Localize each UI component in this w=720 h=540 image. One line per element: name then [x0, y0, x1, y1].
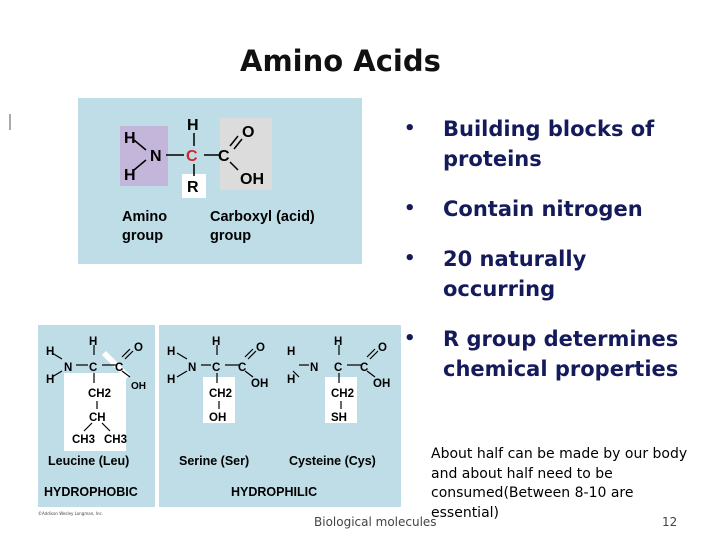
note-text: About half can be made by our body and a… — [431, 446, 688, 521]
svg-text:N: N — [188, 362, 196, 374]
svg-text:H: H — [89, 336, 97, 348]
hydrophobic-label: HYDROPHOBIC — [44, 485, 138, 499]
svg-text:CH3: CH3 — [72, 434, 95, 446]
svg-text:CH2: CH2 — [88, 388, 111, 400]
svg-text:H: H — [287, 346, 295, 358]
svg-text:O: O — [134, 342, 143, 354]
h-atom: H — [124, 130, 136, 147]
leucine-label: Leucine (Leu) — [48, 454, 129, 468]
bullet-list: •Building blocks of proteins •Contain ni… — [404, 114, 704, 404]
svg-text:H: H — [287, 374, 295, 386]
amino-acid-structure-diagram: H H N H C R C O OH Amino group Carboxyl … — [120, 117, 315, 244]
h-atom: H — [187, 117, 199, 134]
alpha-carbon-atom: C — [186, 148, 198, 165]
svg-text:C: C — [212, 362, 220, 374]
cysteine-r-group-box — [325, 377, 357, 423]
svg-text:H: H — [46, 346, 54, 358]
leucine-panel: H H N H C C O OH CH2 CH CH3 CH3 Leucine … — [38, 325, 155, 507]
carboxyl-group-box — [220, 118, 272, 190]
svg-text:CH2: CH2 — [209, 388, 232, 400]
svg-text:C: C — [334, 362, 342, 374]
footer-title: Biological molecules — [314, 515, 437, 529]
amino-label-line2: group — [122, 228, 163, 244]
slide-title: Amino Acids — [240, 44, 441, 78]
serine-r-group-box — [203, 377, 235, 423]
bullet-item: •20 naturally occurring — [404, 247, 587, 301]
amino-acid-structure-panel: H H N H C R C O OH Amino group Carboxyl … — [78, 98, 362, 264]
r-atom: R — [187, 179, 199, 196]
serine-label: Serine (Ser) — [179, 454, 249, 468]
left-edge-mark — [9, 114, 11, 130]
svg-text:O: O — [256, 342, 265, 354]
bullet-item: •Building blocks of proteins — [404, 117, 655, 171]
amino-label-line1: Amino — [122, 209, 167, 225]
cysteine-label: Cysteine (Cys) — [289, 454, 376, 468]
svg-text:OH: OH — [209, 412, 226, 424]
svg-text:H: H — [334, 336, 342, 348]
svg-text:C: C — [115, 362, 123, 374]
page-number: 12 — [662, 515, 678, 529]
svg-text:O: O — [378, 342, 387, 354]
leucine-structure-diagram: H H N H C C O OH CH2 CH CH3 CH3 Leucine … — [44, 336, 146, 499]
carboxyl-label-line2: group — [210, 228, 251, 244]
hydrophilic-label: HYDROPHILIC — [231, 485, 317, 499]
h-atom: H — [124, 167, 136, 184]
svg-text:CH: CH — [89, 412, 106, 424]
svg-text:CH3: CH3 — [104, 434, 127, 446]
carboxyl-label-line1: Carboxyl (acid) — [210, 209, 315, 225]
svg-text:H: H — [167, 346, 175, 358]
svg-text:N: N — [64, 362, 72, 374]
serine-cysteine-panel: H H N H C C O OH CH2 OH H N H C C O OH H… — [159, 325, 401, 507]
bullet-item: •Contain nitrogen — [404, 197, 643, 221]
c-atom: C — [218, 148, 230, 165]
n-atom: N — [150, 148, 162, 165]
o-atom: O — [242, 124, 254, 141]
svg-text:CH2: CH2 — [331, 388, 354, 400]
svg-text:OH: OH — [251, 378, 268, 390]
svg-text:H: H — [46, 374, 54, 386]
svg-text:N: N — [310, 362, 318, 374]
svg-text:C: C — [360, 362, 368, 374]
svg-text:SH: SH — [331, 412, 347, 424]
copyright-text: ©Addison Wesley Longman, Inc. — [38, 511, 103, 516]
svg-text:H: H — [167, 374, 175, 386]
svg-text:OH: OH — [373, 378, 390, 390]
oh-group: OH — [240, 171, 264, 188]
svg-text:H: H — [212, 336, 220, 348]
amino-group-box — [120, 126, 168, 186]
leucine-r-group-box — [64, 373, 126, 451]
serine-cysteine-structure-diagram: H H N H C C O OH CH2 OH H N H C C O OH H… — [167, 336, 390, 499]
bullet-item: •R group determines chemical properties — [404, 327, 679, 381]
svg-text:C: C — [238, 362, 246, 374]
r-group-box — [182, 174, 206, 198]
svg-text:OH: OH — [131, 381, 146, 392]
svg-text:C: C — [89, 362, 97, 374]
